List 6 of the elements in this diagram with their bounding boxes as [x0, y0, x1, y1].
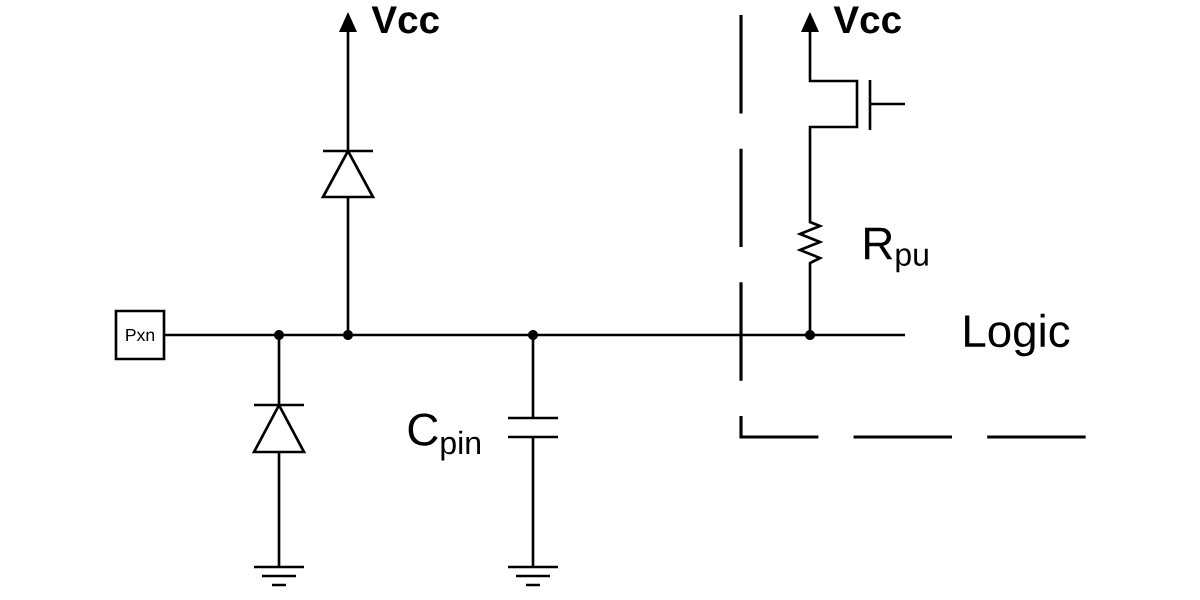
component-label: C$_{pin}$ [408, 413, 480, 461]
supply-label: Vcc [833, 6, 901, 34]
pin-box: Pxn [114, 309, 166, 361]
supply-label: Vcc [371, 6, 439, 34]
signal-label: Logic [965, 313, 1070, 357]
component-label: R$_{pu}$ [865, 227, 928, 273]
